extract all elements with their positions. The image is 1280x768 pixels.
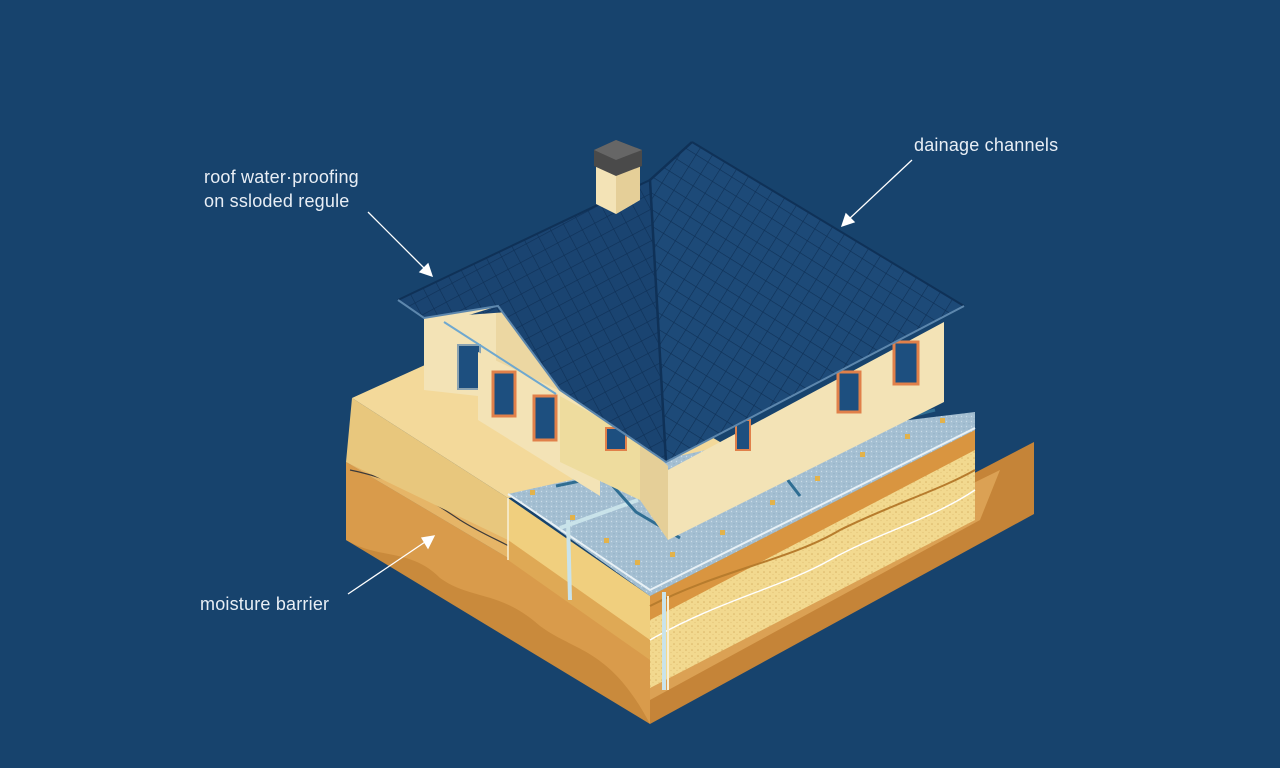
callout-roof-line-2: on ssloded regule	[204, 191, 350, 211]
slab-markers	[530, 418, 945, 565]
leader-moisture-arrowhead	[420, 535, 436, 550]
leader-lines	[347, 159, 913, 595]
leader-roof-arrowhead	[418, 262, 434, 278]
roof-right-slope	[650, 142, 964, 462]
wall-front-right	[668, 322, 944, 540]
leader-moisture	[347, 539, 429, 595]
callout-roof-line-1: roof water·proofing	[204, 167, 359, 187]
foundation-cutaway	[507, 408, 976, 690]
leader-drainage	[847, 159, 913, 221]
house-walls	[424, 306, 944, 540]
roof	[397, 140, 965, 464]
leader-roof	[367, 211, 427, 271]
window-4	[892, 340, 920, 386]
window-2	[532, 394, 558, 442]
drain-pipe-left	[566, 519, 572, 601]
callout-roof: roof water·proofing on ssloded regule	[204, 165, 359, 213]
callout-drainage: dainage channels	[914, 135, 1059, 155]
window-3	[836, 370, 862, 414]
roof-left-slope	[398, 180, 666, 462]
leader-drainage-arrowhead	[840, 212, 856, 228]
callout-moisture: moisture barrier	[200, 594, 330, 614]
moisture-membrane	[508, 412, 975, 596]
window-1	[491, 370, 517, 418]
